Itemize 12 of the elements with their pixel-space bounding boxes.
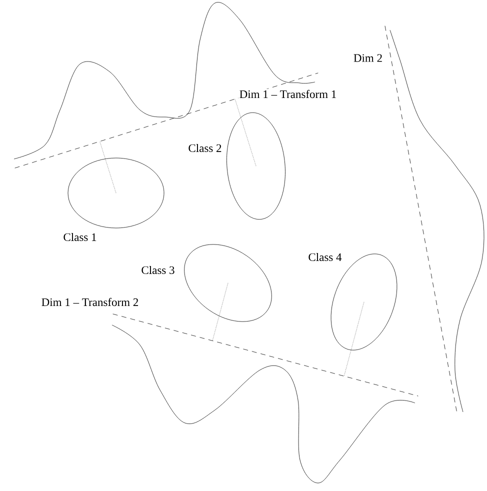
axis-label: Dim 1 – Transform 1 [238, 88, 338, 100]
class-label: Class 3 [140, 264, 176, 276]
projection-line [100, 141, 116, 194]
projection-line [234, 98, 256, 166]
projection-line [212, 282, 228, 341]
projection-line [344, 302, 364, 376]
class-label: Class 4 [307, 252, 343, 262]
class-label: Class 2 [187, 142, 223, 154]
axis-line [112, 314, 418, 396]
class-label: Class 1 [62, 232, 98, 242]
axis-label: Dim 2 [352, 53, 384, 63]
axis-label: Dim 1 – Transform 2 [40, 296, 140, 308]
